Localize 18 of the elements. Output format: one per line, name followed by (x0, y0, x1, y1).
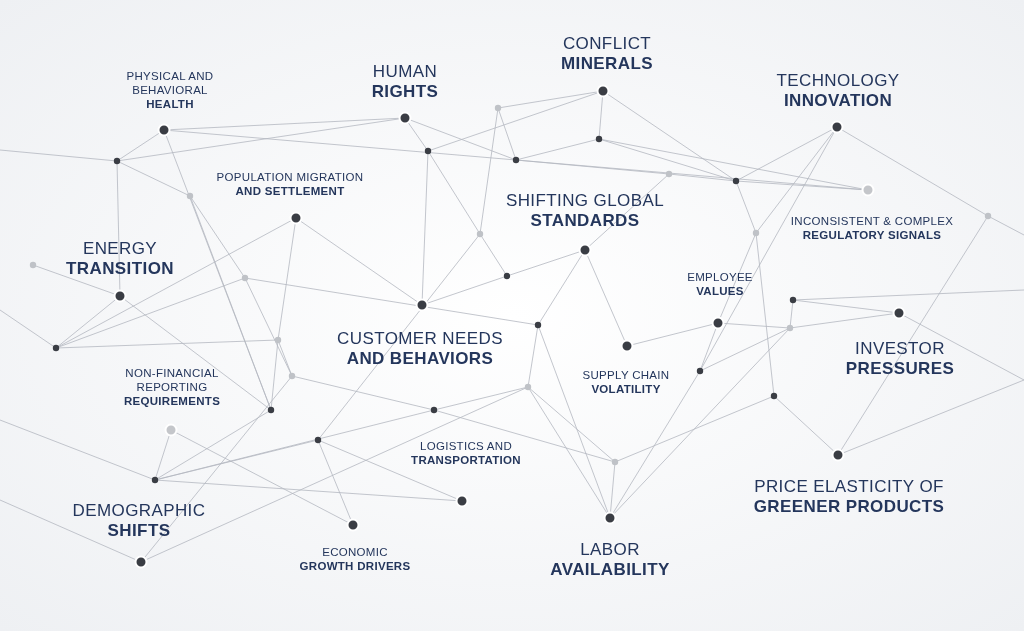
topic-label: LABOR AVAILABILITY (549, 540, 671, 581)
topic-label: SUPPLY CHAIN VOLATILITY (581, 369, 671, 397)
topic-label: PRICE ELASTICITY OF GREENER PRODUCTS (752, 477, 946, 518)
topic-label: INVESTOR PRESSURES (844, 339, 956, 380)
topic-label: POPULATION MIGRATION AND SETTLEMENT (215, 171, 365, 199)
topic-label: TECHNOLOGY INNOVATION (775, 71, 901, 112)
topic-label: CONFLICT MINERALS (560, 34, 654, 75)
topic-label: EMPLOYEE VALUES (686, 271, 754, 299)
topic-label: HUMAN RIGHTS (370, 62, 440, 103)
topic-label: DEMOGRAPHIC SHIFTS (71, 501, 207, 542)
topic-label: LOGISTICS AND TRANSPORTATION (410, 440, 522, 468)
topic-label: SHIFTING GLOBAL STANDARDS (504, 191, 666, 232)
topic-label: ENERGY TRANSITION (65, 239, 175, 280)
topic-label: PHYSICAL AND BEHAVIORAL HEALTH (125, 70, 215, 112)
topic-label: CUSTOMER NEEDS AND BEHAVIORS (336, 329, 504, 370)
topic-label: INCONSISTENT & COMPLEX REGULATORY SIGNALS (789, 215, 955, 243)
topic-label: ECONOMIC GROWTH DRIVERS (298, 546, 412, 574)
topic-label: NON-FINANCIAL REPORTING REQUIREMENTS (122, 367, 222, 409)
